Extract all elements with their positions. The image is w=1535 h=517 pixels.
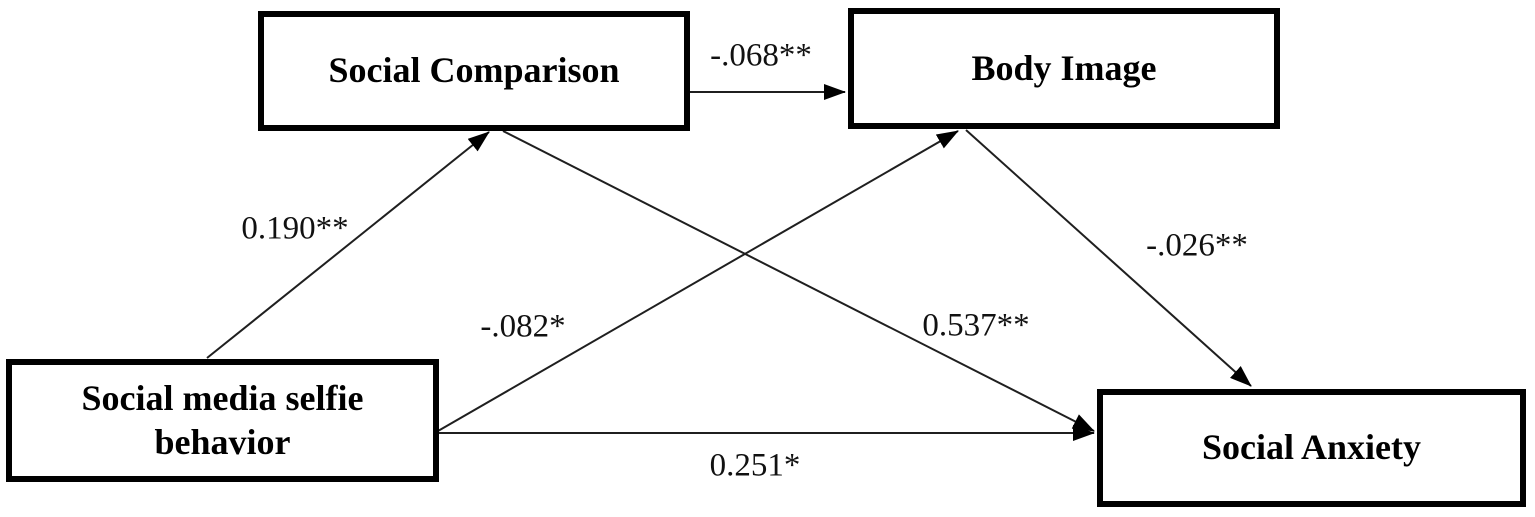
node-social-media-selfie-behavior-label: Social media selfie behavior [81,377,364,462]
node-body-image: Body Image [848,8,1280,129]
coefficient-body-image-to-social-anxiety: -.026** [1146,227,1248,264]
coefficient-selfie-to-body-image: -.082* [480,308,566,345]
coefficient-selfie-to-social-anxiety: 0.251* [709,447,801,484]
node-social-media-selfie-behavior: Social media selfie behavior [6,359,439,482]
node-body-image-label: Body Image [971,47,1157,88]
node-social-comparison-label: Social Comparison [328,50,620,91]
arrow-social-comparison-to-social-anxiety [502,130,1095,432]
node-social-anxiety-label: Social Anxiety [1201,427,1421,468]
node-social-comparison: Social Comparison [258,11,690,131]
arrow-selfie-to-social-comparison [206,131,490,359]
arrow-body-image-to-social-anxiety [965,129,1252,387]
arrow-selfie-to-body-image [437,130,959,432]
node-social-anxiety: Social Anxiety [1097,389,1526,507]
coefficient-selfie-to-social-comparison: 0.190** [241,210,349,247]
coefficient-social-comparison-to-body-image: -.068** [710,37,812,74]
coefficient-social-comparison-to-social-anxiety: 0.537** [922,307,1030,344]
